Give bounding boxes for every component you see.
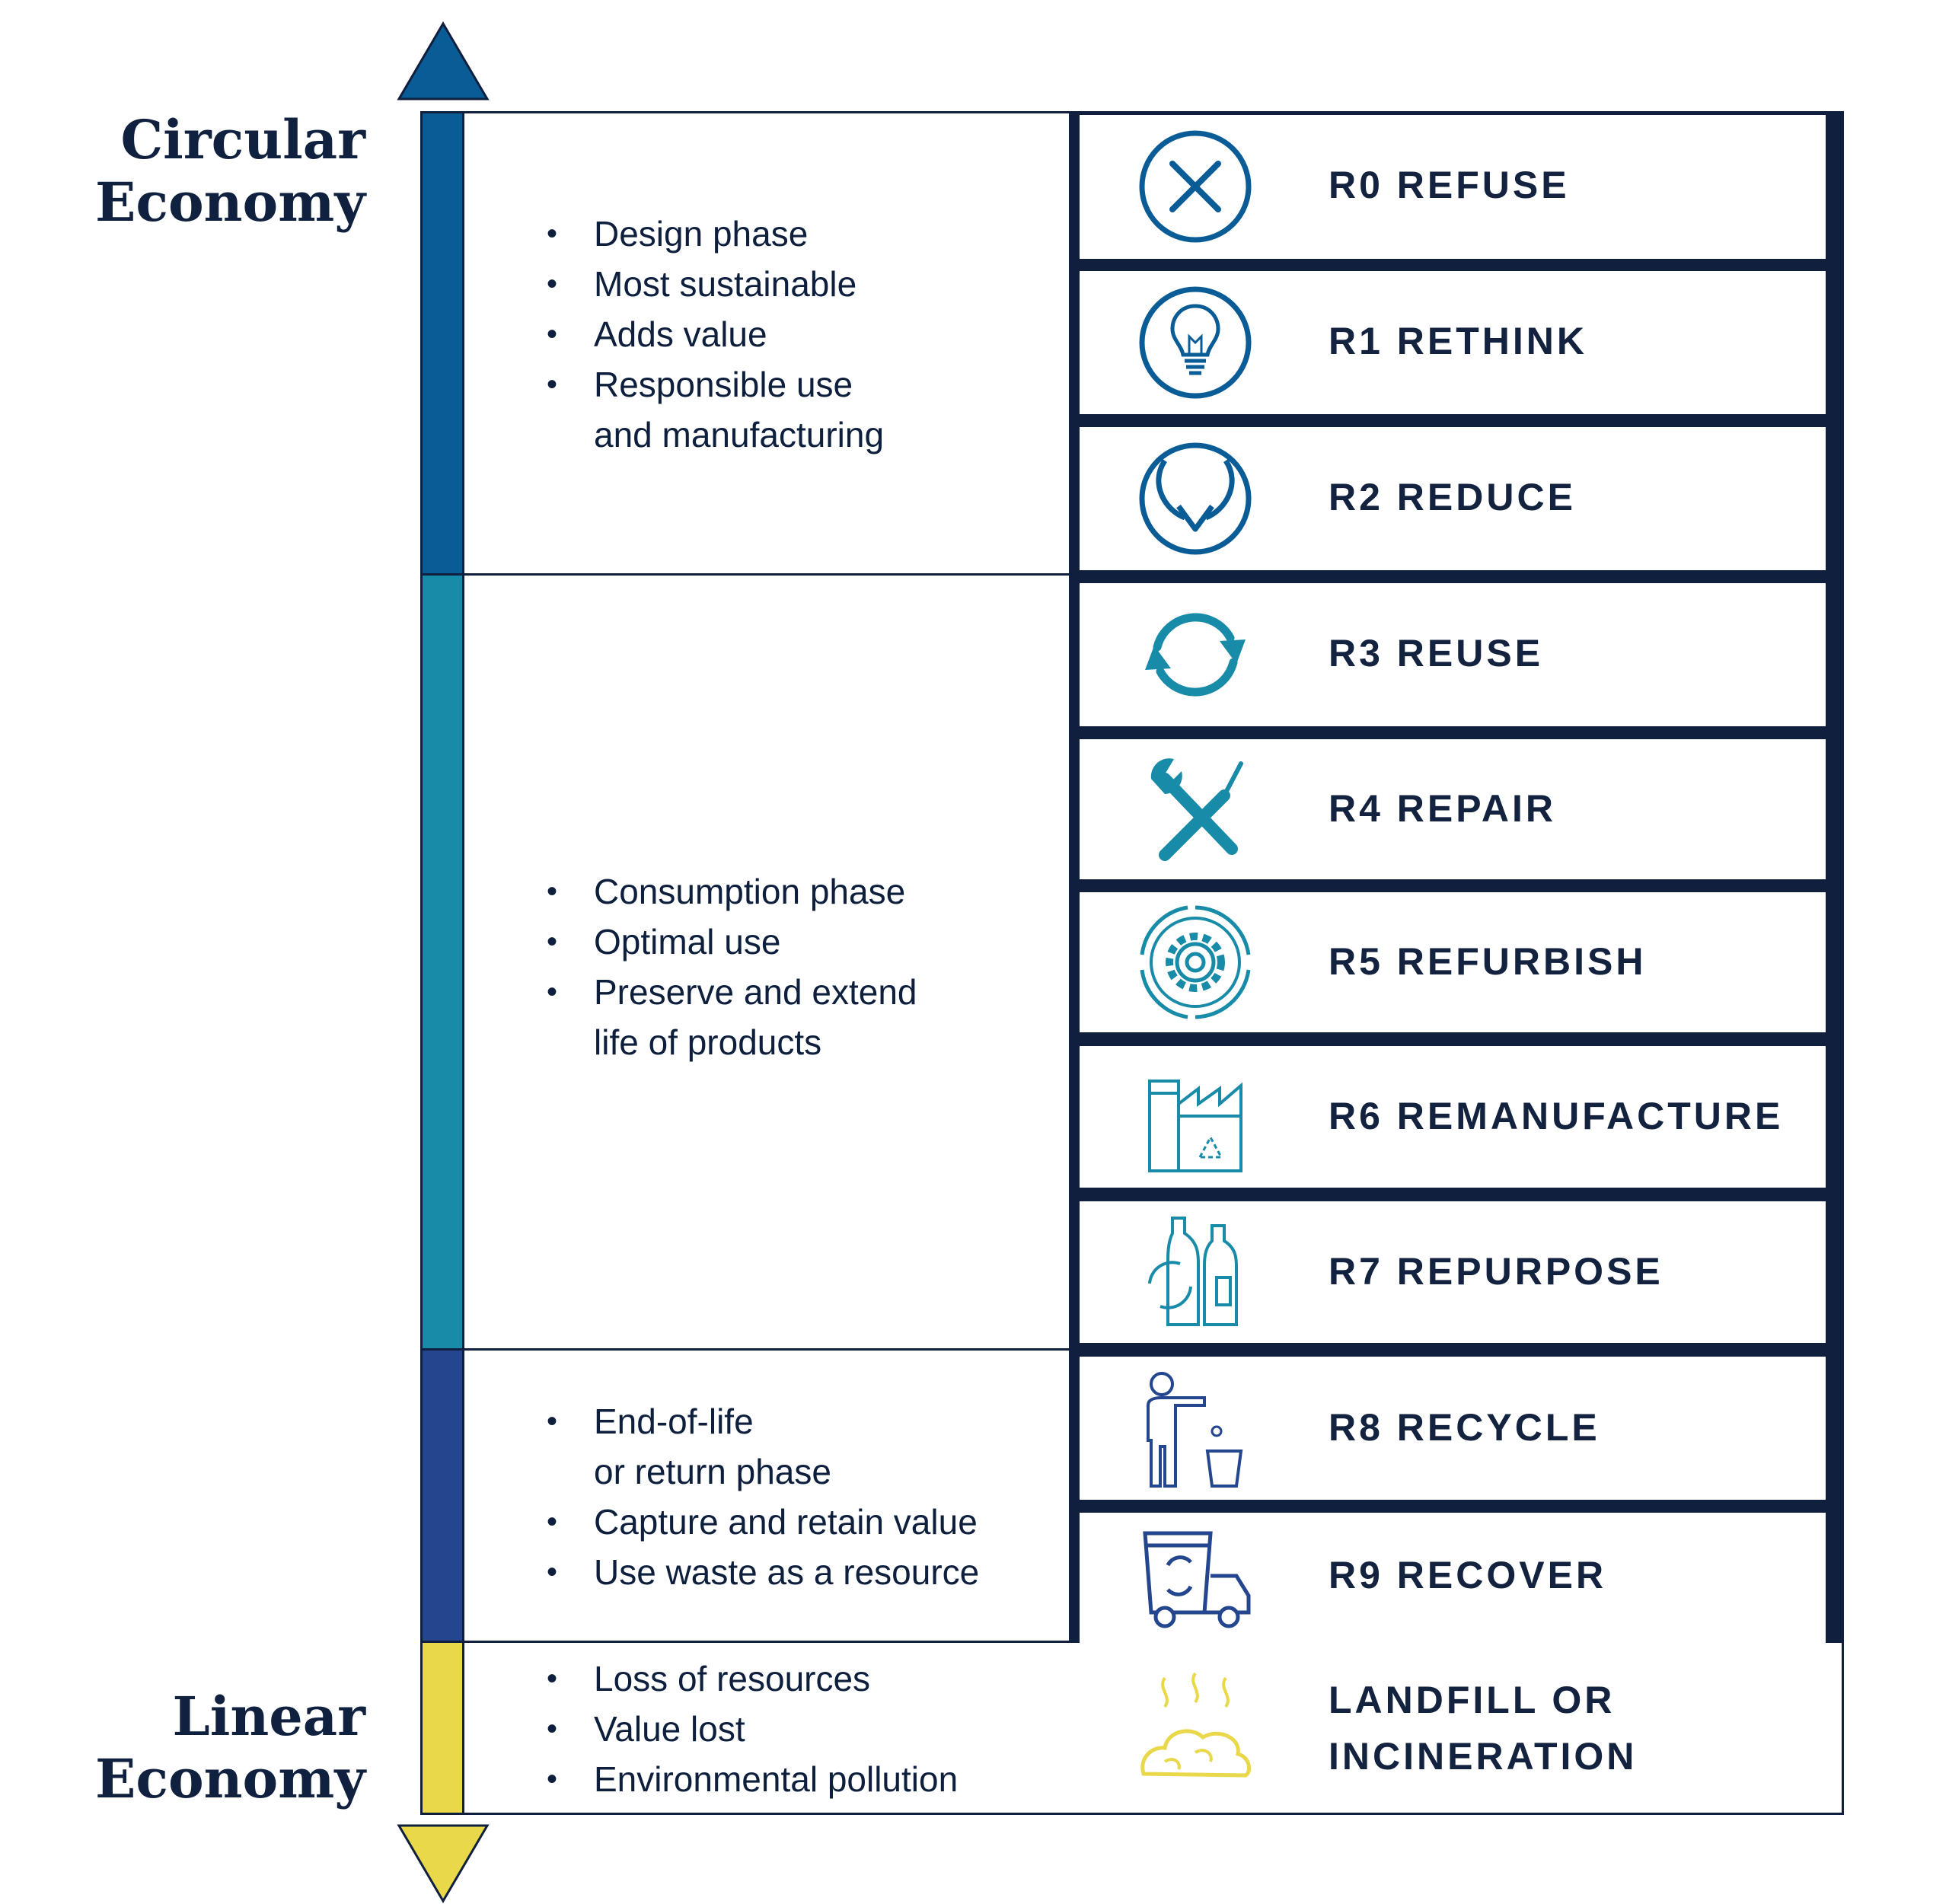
divider-consumption [462,1348,1071,1351]
linear-label-line1: Linear [172,1685,365,1748]
landfill-label: LANDFILL OR INCINERATION [1329,1672,1637,1784]
phase-point: Value lost [547,1704,958,1754]
r3-label: R3 REUSE [1329,632,1544,675]
wrench-screwdriver-icon [1150,758,1243,861]
factory-recycle-icon [1148,1080,1242,1172]
phase-point: Preserve and extend [547,967,917,1017]
phase-point: Design phase [547,209,884,259]
r8-box [1080,1357,1826,1500]
lightbulb-icon [1139,286,1252,399]
phase-point: Loss of resources [547,1654,958,1704]
r0-box [1080,115,1826,259]
r0-label: R0 REFUSE [1329,164,1570,206]
r2-box [1080,427,1826,570]
phase-linear-list: Loss of resources Value lost Environment… [547,1654,958,1804]
recycle-truck-icon [1143,1531,1251,1628]
r1-box [1080,271,1826,414]
phase-point: Optimal use [547,917,917,967]
landfill-label-line1: LANDFILL OR [1329,1679,1616,1721]
cycle-arrows-icon [1145,613,1246,697]
r4-label: R4 REPAIR [1329,787,1557,830]
divider-design [462,573,1071,576]
phase-end-of-life-list: End-of-life or return phase Capture and … [547,1396,979,1597]
linear-label-line2: Economy [95,1747,365,1810]
phase-point: Environmental pollution [547,1754,958,1804]
phase-point-continued: or return phase [594,1452,831,1491]
circular-label-line2: Economy [95,171,365,234]
r7-label: R7 REPURPOSE [1329,1250,1664,1293]
phase-point: Consumption phase [547,866,917,917]
phase-consumption-list: Consumption phase Optimal use Preserve a… [547,866,917,1067]
phase-point: End-of-life [547,1396,979,1446]
r2-label: R2 REDUCE [1329,476,1576,518]
r8-label: R8 RECYCLE [1329,1406,1600,1449]
phase-point: Most sustainable [547,259,884,309]
r6-label: R6 REMANUFACTURE [1329,1095,1784,1137]
landfill-label-line2: INCINERATION [1329,1735,1638,1778]
phase-point-continued: and manufacturing [594,415,885,454]
circular-economy-label: Circular Economy [46,109,365,234]
r1-label: R1 RETHINK [1329,320,1588,362]
gear-cycle-icon [1140,905,1251,1019]
bar-linear [420,1641,464,1815]
down-arrows-icon [1139,442,1252,555]
r5-label: R5 REFURBISH [1329,940,1647,983]
arrow-down-icon [397,1824,490,1903]
phase-point: Adds value [547,309,884,359]
phase-point: Use waste as a resource [547,1547,979,1597]
linear-economy-label: Linear Economy [46,1686,365,1810]
waste-pile-icon [1140,1672,1252,1778]
phase-point: Capture and retain value [547,1497,979,1547]
bottles-icon [1148,1217,1238,1326]
r3-box [1080,583,1826,726]
circular-label-line1: Circular [120,108,365,171]
r9-label: R9 RECOVER [1329,1554,1607,1596]
phase-design-list: Design phase Most sustainable Adds value… [547,209,884,460]
arrow-up-icon [397,21,490,100]
x-circle-icon [1139,130,1252,243]
phase-point: Responsible use [547,359,884,410]
person-bin-icon [1147,1372,1243,1488]
phase-point-continued: life of products [594,1022,822,1062]
